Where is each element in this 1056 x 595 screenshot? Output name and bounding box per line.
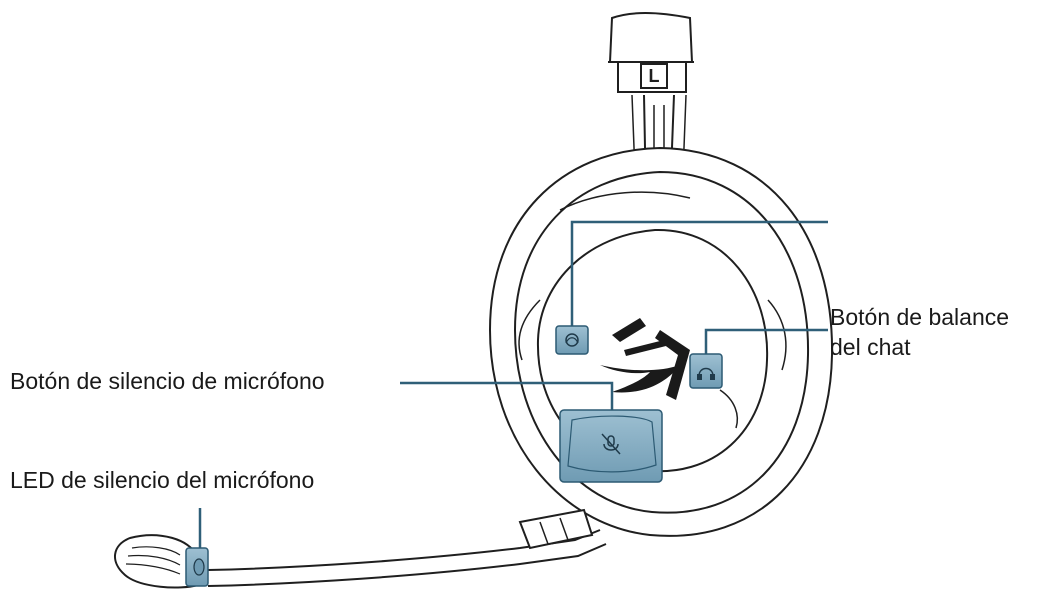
- brand-logo: [600, 318, 690, 400]
- mic-mute-button: [559, 409, 663, 483]
- chat-balance-button: [689, 353, 723, 389]
- chat-balance-button-label: Botón de balance del chat: [830, 302, 1009, 362]
- leader-line-chat-balance: [704, 328, 828, 358]
- mic-mute-led-label: LED de silencio del micrófono: [10, 467, 315, 493]
- leader-line-mic-mute: [400, 381, 614, 420]
- microphone-boom: [114, 508, 607, 589]
- mic-mute-led: [185, 547, 209, 587]
- leader-line-top: [570, 220, 828, 330]
- chat-balance-label-line1: Botón de balance: [830, 304, 1010, 330]
- chat-balance-label-line2: del chat: [830, 334, 911, 360]
- headset-icon: [698, 367, 714, 377]
- leader-lines: [198, 220, 828, 548]
- left-control-button: [555, 325, 589, 355]
- side-marker-text: L: [649, 66, 660, 86]
- side-marker-box: [640, 63, 668, 89]
- mic-muted-icon: [601, 433, 621, 455]
- mic-mute-button-label: Botón de silencio de micrófono: [10, 368, 325, 394]
